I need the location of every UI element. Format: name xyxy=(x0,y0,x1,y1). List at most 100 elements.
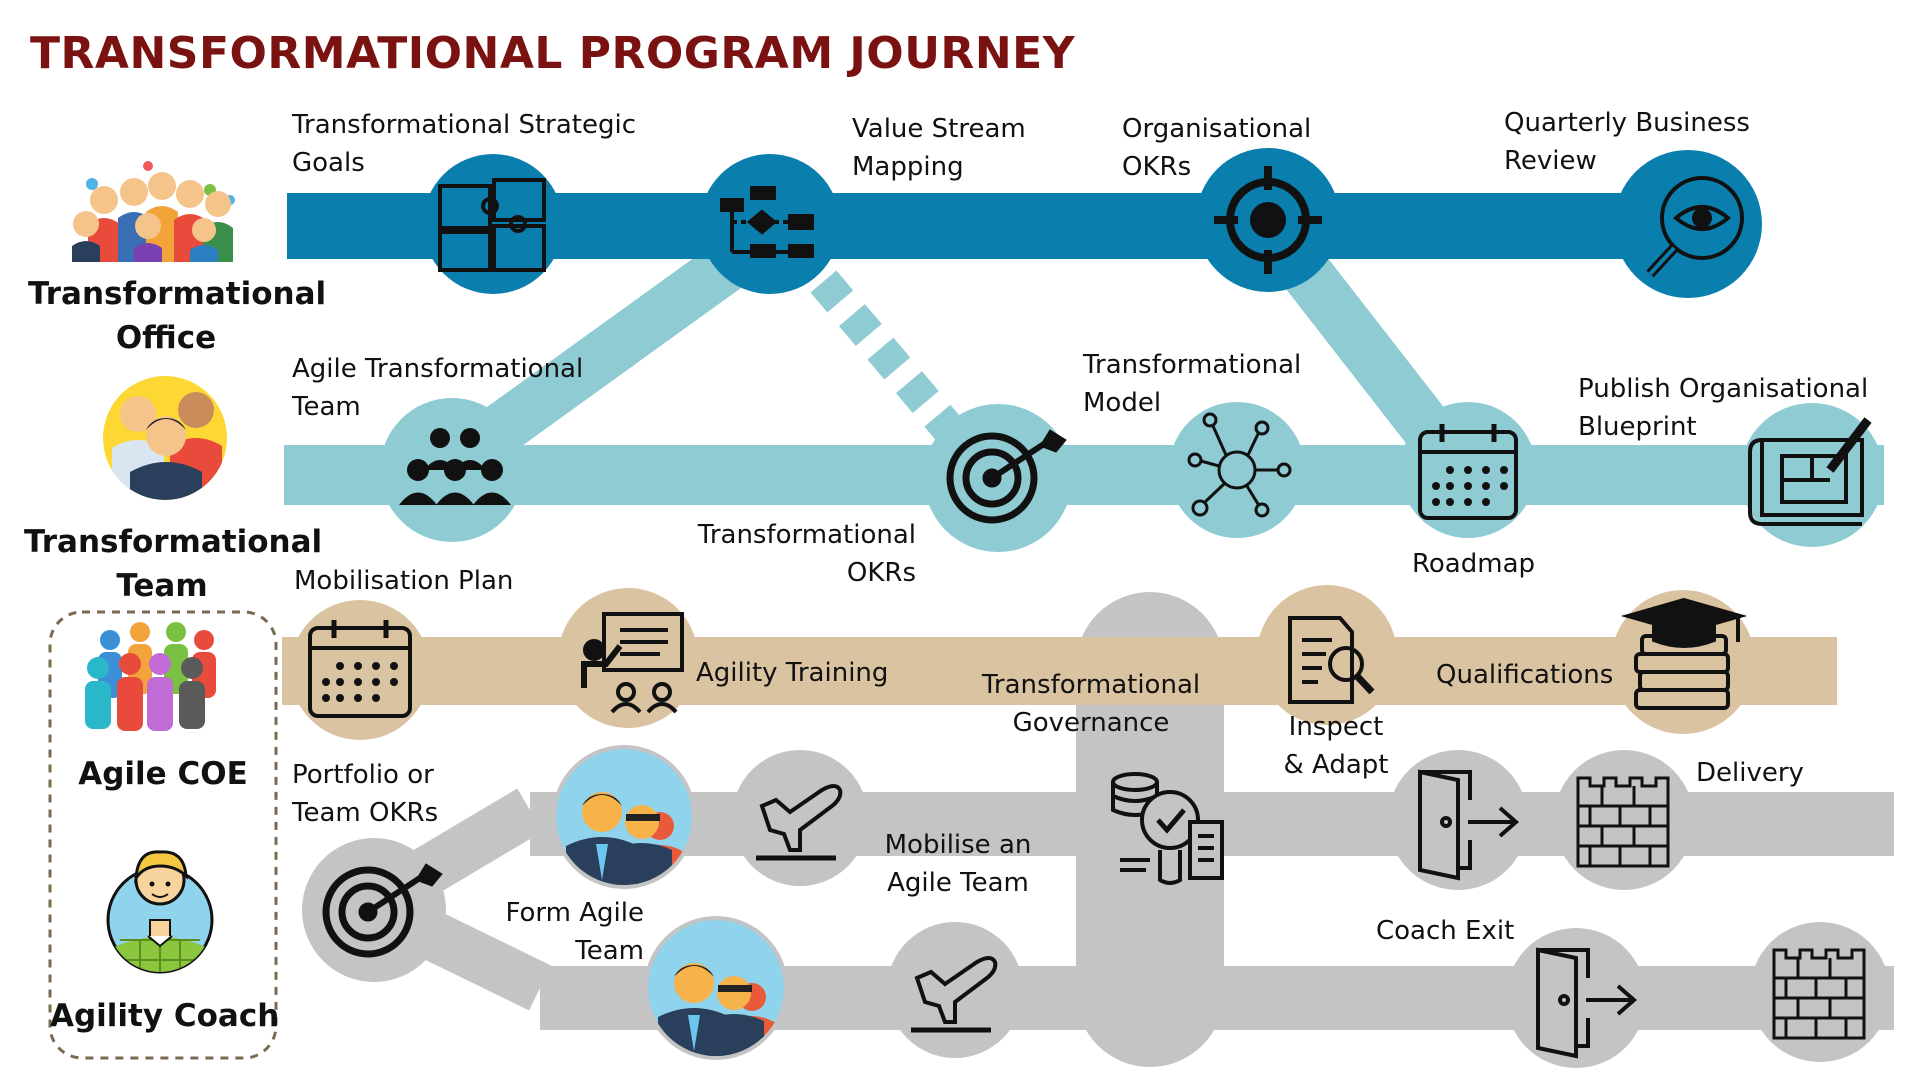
station-inspect xyxy=(1257,585,1397,725)
label-roadmap: Roadmap xyxy=(1412,549,1536,579)
label-agile-team-line1: Agile Transformational xyxy=(292,354,584,384)
crosshair-target-icon xyxy=(1214,166,1322,274)
books-graduation-icon xyxy=(1620,597,1748,710)
station-mobilisation xyxy=(290,600,430,740)
label-form-team-line2: Team xyxy=(575,936,644,966)
label-mobilise-team-line1: Mobilise an xyxy=(884,830,1032,860)
label-value-stream: Value Stream Mapping xyxy=(852,110,1026,186)
station-trans-okrs xyxy=(924,404,1072,552)
label-org-okrs: Organisational OKRs xyxy=(1122,110,1311,186)
dart-target-icon xyxy=(322,863,443,958)
office-crowd-icon xyxy=(72,161,235,262)
flowchart-icon xyxy=(720,186,814,258)
role-team-line1: Transformational xyxy=(24,524,323,560)
label-governance-line1: Transformational xyxy=(981,670,1201,700)
dart-target-icon xyxy=(946,429,1067,524)
station-coach-exit-1 xyxy=(1388,750,1528,890)
station-roadmap xyxy=(1400,402,1536,538)
station-mobilise-2 xyxy=(887,922,1023,1058)
label-governance-line2: Governance xyxy=(1012,708,1170,738)
calendar-icon xyxy=(308,620,412,718)
station-agile-team xyxy=(380,398,524,542)
station-trans-model xyxy=(1169,402,1305,538)
label-delivery: Delivery xyxy=(1696,758,1804,788)
label-qbr-line2: Review xyxy=(1504,146,1597,176)
station-mobilise-1 xyxy=(732,750,868,886)
label-inspect: Inspect & Adapt xyxy=(1266,708,1406,784)
station-org-okrs xyxy=(1196,148,1340,292)
station-coach-exit-2 xyxy=(1506,928,1646,1068)
role-office: Transformational Office xyxy=(28,272,327,360)
label-trans-model-line2: Model xyxy=(1083,388,1162,418)
label-org-okrs-line2: OKRs xyxy=(1122,152,1192,182)
role-coach: Agility Coach xyxy=(50,998,280,1034)
network-hub-icon xyxy=(1187,412,1292,518)
group-icon xyxy=(399,428,511,505)
station-form-team-2 xyxy=(644,916,788,1060)
label-org-okrs-line1: Organisational xyxy=(1122,114,1312,144)
label-value-stream-line2: Mapping xyxy=(852,152,964,182)
brick-wall-icon xyxy=(1772,948,1866,1040)
label-portfolio-okrs-line2: Team OKRs xyxy=(292,798,439,828)
station-delivery-2 xyxy=(1750,922,1890,1062)
label-mobilise-team: Mobilise an Agile Team xyxy=(866,826,1050,902)
coe-track xyxy=(282,637,1837,705)
station-value-stream xyxy=(700,154,840,294)
exit-door-icon xyxy=(1418,769,1520,881)
magnifier-eye-icon xyxy=(1646,176,1744,278)
label-mobilise-team-line2: Agile Team xyxy=(887,868,1029,898)
label-blueprint: Publish Organisational Blueprint xyxy=(1578,370,1868,446)
airplane-takeoff-icon xyxy=(756,784,843,861)
label-coach-exit: Coach Exit xyxy=(1376,916,1515,946)
coach-avatar-icon xyxy=(106,850,214,974)
role-team: Transformational Team xyxy=(24,520,323,608)
label-trans-okrs: Transformational OKRs xyxy=(660,516,916,592)
team-people-icon xyxy=(103,376,227,500)
label-qbr: Quarterly Business Review xyxy=(1504,104,1750,180)
station-governance xyxy=(1111,772,1224,885)
label-blueprint-line1: Publish Organisational xyxy=(1578,374,1869,404)
station-strategic-goals xyxy=(423,154,563,294)
label-agile-team: Agile Transformational Team xyxy=(292,350,583,426)
label-blueprint-line2: Blueprint xyxy=(1578,412,1697,442)
business-team-icon xyxy=(556,749,692,885)
exit-door-icon xyxy=(1536,947,1638,1059)
role-team-line2: Team xyxy=(116,568,208,604)
blueprint-icon xyxy=(1748,417,1872,526)
presentation-icon xyxy=(581,612,684,714)
label-strategic-goals: Transformational Strategic Goals xyxy=(292,106,636,182)
label-strategic-goals-line1: Transformational Strategic xyxy=(292,110,637,140)
label-trans-model: Transformational Model xyxy=(1083,346,1301,422)
puzzle-icon xyxy=(438,178,546,272)
label-qualifications: Qualifications xyxy=(1436,660,1614,690)
label-agile-team-line2: Team xyxy=(292,392,361,422)
calendar-icon xyxy=(1418,424,1518,520)
label-governance: Transformational Governance xyxy=(966,666,1216,742)
label-value-stream-line1: Value Stream xyxy=(852,114,1026,144)
station-form-team-1 xyxy=(552,745,696,889)
label-inspect-line2: & Adapt xyxy=(1283,750,1389,780)
page-title: TRANSFORMATIONAL PROGRAM JOURNEY xyxy=(30,28,1076,79)
label-form-team-line1: Form Agile xyxy=(505,898,645,928)
label-trans-okrs-line2: OKRs xyxy=(846,558,916,588)
label-portfolio-okrs-line1: Portfolio or xyxy=(292,760,434,790)
station-qbr xyxy=(1614,150,1762,298)
station-qualifications xyxy=(1611,590,1755,734)
label-mobilisation: Mobilisation Plan xyxy=(294,566,514,596)
role-office-line1: Transformational xyxy=(28,276,327,312)
station-delivery-1 xyxy=(1554,750,1694,890)
role-coe: Agile COE xyxy=(78,756,248,792)
governance-check-icon xyxy=(1111,772,1224,885)
label-portfolio-okrs: Portfolio or Team OKRs xyxy=(292,756,438,832)
station-blueprint xyxy=(1740,403,1884,547)
label-trans-model-line1: Transformational xyxy=(1083,350,1302,380)
role-office-line2: Office xyxy=(115,320,217,356)
business-team-icon xyxy=(648,920,784,1056)
station-agility-training xyxy=(558,588,698,728)
label-agility-training: Agility Training xyxy=(696,658,889,688)
label-form-team: Form Agile Team xyxy=(470,894,645,970)
station-portfolio-okrs xyxy=(302,838,446,982)
airplane-takeoff-icon xyxy=(911,956,998,1033)
